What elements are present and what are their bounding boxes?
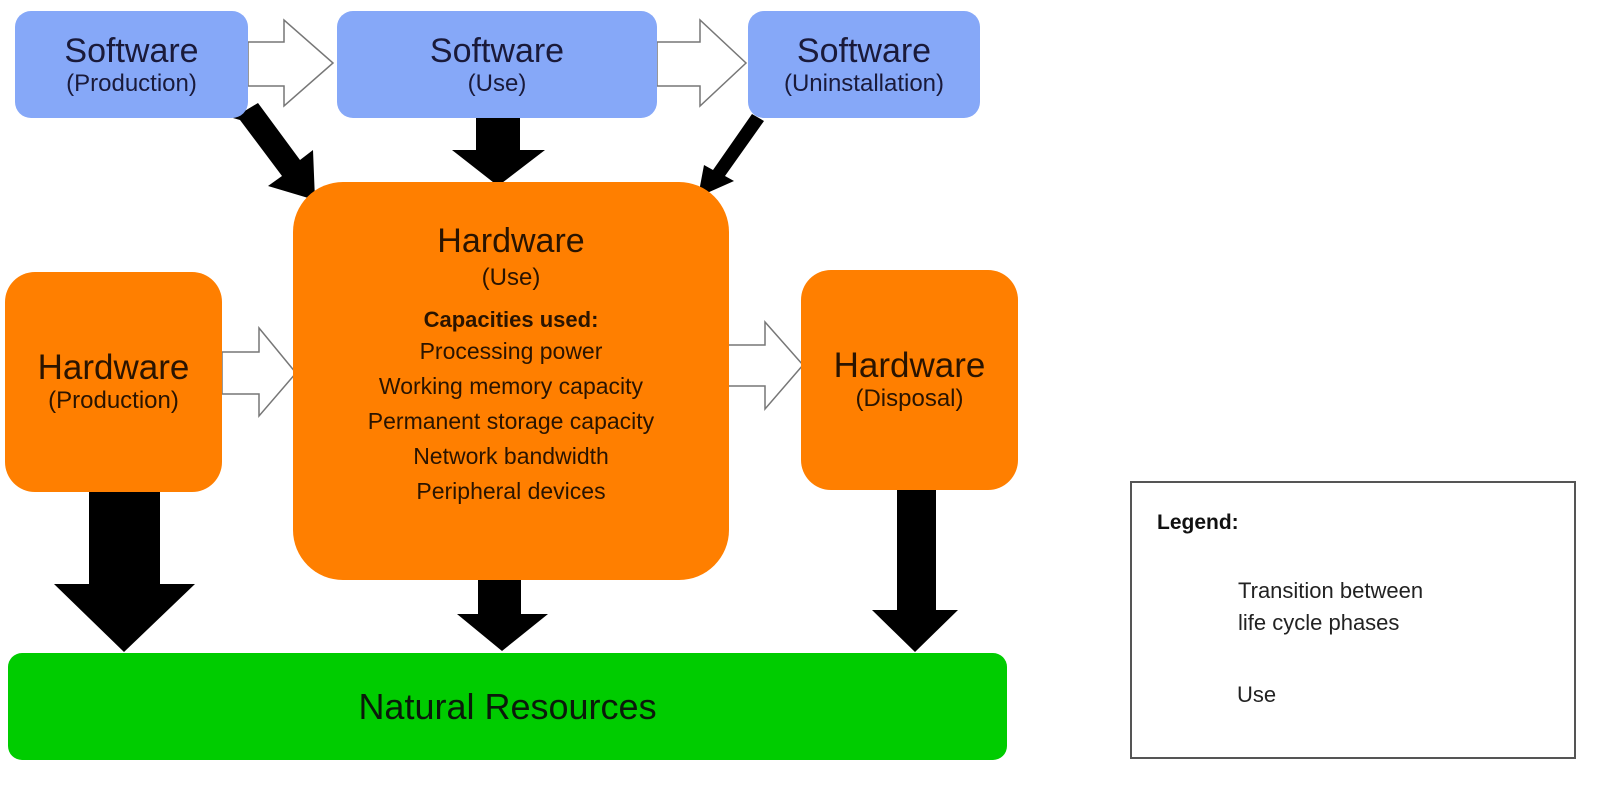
node-title: Hardware [37, 348, 190, 387]
transition-arrow-sw-production-to-use [247, 18, 335, 108]
legend-transition-label: Transition between life cycle phases [1238, 575, 1423, 639]
use-arrow-sw-use-to-hw-use [452, 116, 545, 186]
node-title: Hardware [833, 346, 986, 385]
legend-title: Legend: [1157, 511, 1239, 534]
transition-arrow-sw-use-to-uninstallation [656, 18, 748, 108]
node-hardware-production: Hardware (Production) [5, 272, 222, 492]
node-title: Software [796, 31, 932, 70]
capacity-item: Processing power [419, 338, 603, 364]
capacity-item: Working memory capacity [378, 373, 644, 399]
node-software-uninstallation: Software (Uninstallation) [748, 11, 980, 118]
node-title: Hardware [437, 222, 585, 260]
use-arrow-sw-uninstallation-to-hw-use [698, 114, 764, 197]
node-natural-resources: Natural Resources [8, 653, 1007, 760]
legend-transition-label-line1: Transition between [1238, 578, 1424, 603]
node-subtitle: (Production) [48, 387, 179, 414]
capacity-item: Permanent storage capacity [367, 408, 655, 434]
node-subtitle: (Use) [481, 264, 541, 291]
node-subtitle: (Uninstallation) [783, 69, 945, 97]
use-arrow-hw-production-to-natural-resources [54, 492, 195, 652]
node-subtitle: (Use) [467, 69, 527, 97]
node-software-production: Software (Production) [15, 11, 248, 118]
node-subtitle: (Production) [66, 69, 197, 97]
node-software-use: Software (Use) [337, 11, 657, 118]
legend-use-label: Use [1237, 682, 1277, 707]
node-subtitle: (Disposal) [855, 385, 964, 412]
legend: Legend: Transition between life cycle ph… [1130, 481, 1576, 759]
capacities-heading: Capacities used: [423, 307, 599, 332]
transition-arrow-hw-production-to-use [221, 325, 297, 419]
capacities-list: Processing power Working memory capacity… [368, 334, 654, 509]
use-arrow-sw-production-to-hw-use [233, 103, 315, 200]
capacity-item: Peripheral devices [416, 478, 606, 504]
transition-arrow-hw-use-to-disposal [726, 320, 804, 412]
use-arrow-hw-use-to-natural-resources [457, 579, 548, 651]
node-title: Natural Resources [358, 685, 657, 727]
use-arrow-hw-disposal-to-natural-resources [872, 488, 958, 652]
node-title: Software [64, 31, 199, 70]
node-title: Software [429, 31, 565, 70]
legend-transition-label-line2: life cycle phases [1238, 610, 1400, 635]
node-hardware-disposal: Hardware (Disposal) [801, 270, 1018, 490]
capacity-item: Network bandwidth [413, 443, 609, 469]
node-hardware-use: Hardware (Use) Capacities used: Processi… [293, 182, 729, 580]
